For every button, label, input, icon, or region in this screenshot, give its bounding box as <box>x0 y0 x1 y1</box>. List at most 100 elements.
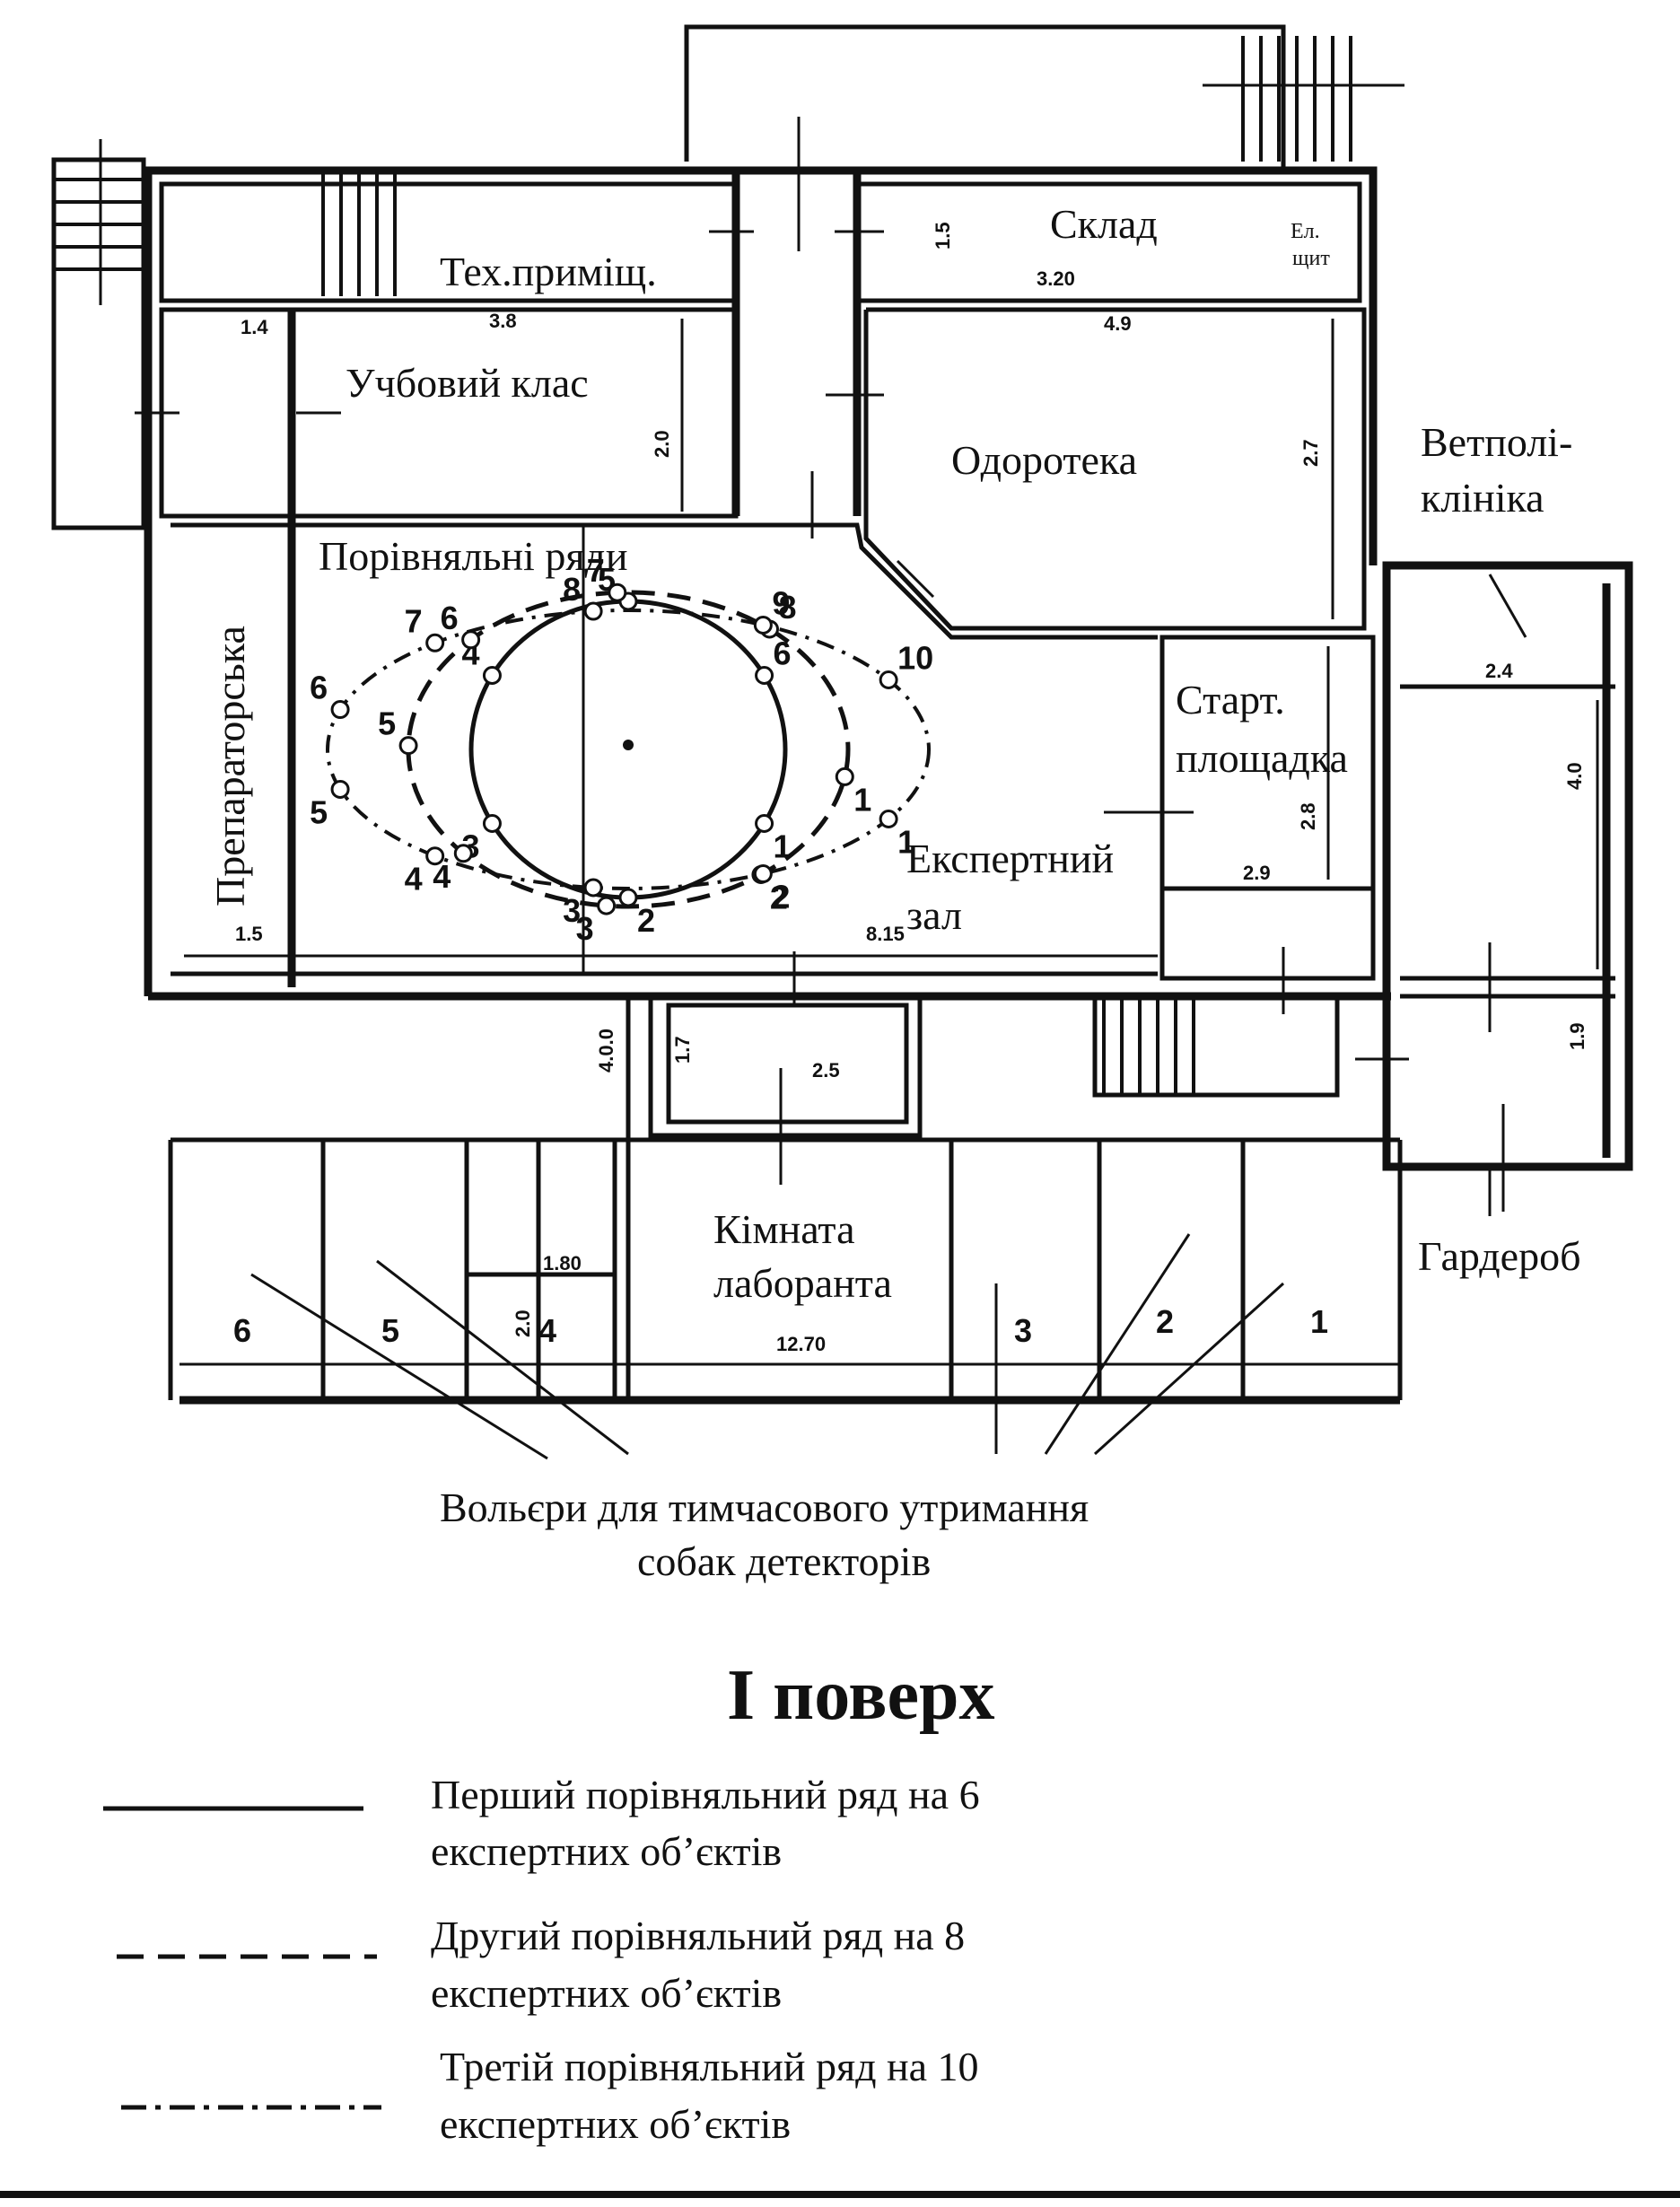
dim-label: 2.5 <box>812 1059 840 1082</box>
third-row-object-number: 7 <box>405 602 423 639</box>
legend-solid-text-2: експертних об’єктів <box>431 1828 782 1874</box>
expert-hall-label-2: зал <box>906 892 962 938</box>
lower-block <box>168 994 1403 1405</box>
north-annex <box>684 24 1404 171</box>
legend-dashed-text-2: експертних об’єктів <box>431 1970 782 2016</box>
enclosure-number: 2 <box>1156 1303 1174 1340</box>
enclosure-number: 1 <box>1310 1303 1328 1340</box>
legend: Перший порівняльний ряд на 6 експертних … <box>431 1772 980 2147</box>
main-walls <box>144 166 1633 1171</box>
third-row-object-marker <box>330 779 350 799</box>
first-row-object-marker <box>755 814 774 833</box>
first-row-object-number: 6 <box>774 635 792 672</box>
floor-title: І поверх <box>727 1656 994 1735</box>
first-row-object-number: 1 <box>774 828 792 865</box>
third-row-object-number: 4 <box>405 861 423 898</box>
second-row-object-number: 7 <box>587 552 605 589</box>
dim-label: 1.5 <box>932 222 954 250</box>
electrical-label-2: щит <box>1292 247 1330 270</box>
dim-label: 3.8 <box>489 310 517 332</box>
first-row-object-marker <box>755 666 774 685</box>
dim-label: 2.4 <box>1485 660 1513 682</box>
comparison-rows-label: Порівняльні ряди <box>319 533 628 579</box>
third-row-object-marker <box>583 878 603 898</box>
dim-label: 2.0 <box>651 430 673 458</box>
third-row-object-marker <box>753 864 773 884</box>
second-row-object-marker <box>398 736 418 756</box>
first-row-object-marker <box>618 888 638 907</box>
second-row-object-marker <box>453 844 473 863</box>
legend-solid-text-1: Перший порівняльний ряд на 6 <box>431 1772 980 1817</box>
legend-dashdot-text-2: експертних об’єктів <box>440 2101 791 2147</box>
storage-label: Склад <box>1050 201 1158 247</box>
lab-room-label-1: Кімната <box>713 1206 855 1252</box>
enclosures-label-2: собак детекторів <box>637 1538 931 1584</box>
center-point <box>623 740 634 750</box>
tech-room-label: Тех.приміщ. <box>440 249 657 294</box>
third-row-object-number: 10 <box>897 640 933 677</box>
dim-label: 2.9 <box>1243 862 1271 884</box>
third-row-object-number: 8 <box>563 571 581 608</box>
odor-library-label: Одоротека <box>951 437 1137 483</box>
dim-label: 8.15 <box>866 923 905 945</box>
dim-label: 2.0 <box>512 1309 534 1337</box>
second-row-object-number: 3 <box>576 910 594 947</box>
enclosure-leaders <box>250 1068 1492 1460</box>
dim-label: 4.0 <box>1563 762 1586 790</box>
west-entrance-stair <box>51 139 146 530</box>
dim-label: 12.70 <box>776 1333 826 1355</box>
second-row-object-marker <box>608 582 627 602</box>
door-marks <box>135 117 1527 1212</box>
second-row-object-number: 1 <box>853 781 871 818</box>
third-row-object-marker <box>583 601 603 621</box>
second-row-object-number: 4 <box>433 858 451 895</box>
dim-label: 1.7 <box>671 1036 694 1064</box>
dimension-lines <box>184 319 1599 974</box>
third-row-object-marker <box>330 700 350 720</box>
dim-label: 4.9 <box>1104 312 1132 335</box>
legend-lines <box>103 1806 381 2110</box>
dim-label: 4.0.0 <box>595 1029 617 1073</box>
dim-label: 1.4 <box>241 316 268 338</box>
third-row-object-number: 6 <box>310 670 328 706</box>
third-row-object-number: 9 <box>772 584 790 621</box>
first-row-object-marker <box>482 814 502 833</box>
third-row-object-number: 2 <box>772 879 790 915</box>
dimension-labels: 1.5 3.20 1.4 3.8 4.9 2.0 2.7 2.4 4.0 2.8… <box>235 222 1588 1355</box>
interior-stairs <box>321 171 1340 1098</box>
first-row-object-marker <box>482 666 502 685</box>
third-row-object-number: 1 <box>897 824 915 861</box>
vet-clinic-label-1: Ветполі- <box>1421 419 1572 465</box>
legend-dashed-text-1: Другий порівняльний ряд на 8 <box>431 1913 965 1958</box>
lab-room-label-2: лаборанта <box>713 1260 892 1306</box>
dim-label: 1.9 <box>1566 1022 1588 1050</box>
second-row-object-number: 2 <box>770 879 788 915</box>
enclosure-number: 3 <box>1014 1312 1032 1349</box>
enclosure-number: 4 <box>538 1312 556 1349</box>
comparison-rows <box>326 590 931 909</box>
room-labels: Тех.приміщ. Склад Ел. щит Учбовий клас О… <box>207 201 1580 1584</box>
first-row-object-number: 2 <box>637 902 655 939</box>
second-row-object-marker <box>597 896 617 915</box>
third-row-object-marker <box>879 810 898 828</box>
third-row-object-marker <box>425 633 445 652</box>
second-row-object-marker <box>835 766 854 786</box>
second-row-object-number: 5 <box>378 705 396 742</box>
enclosure-number: 5 <box>381 1312 399 1349</box>
third-row-object-marker <box>753 615 773 635</box>
vet-clinic-label-2: клініка <box>1421 475 1544 521</box>
expert-hall-label-1: Експертний <box>906 836 1114 881</box>
enclosure-numbers: 6 5 4 3 2 1 <box>233 1303 1328 1349</box>
prep-room-label: Препараторська <box>207 626 253 906</box>
legend-dashdot-text-1: Третій порівняльний ряд на 10 <box>440 2044 979 2089</box>
wardrobe-label: Гардероб <box>1418 1233 1580 1279</box>
electrical-label-1: Ел. <box>1291 220 1320 243</box>
dim-label: 2.7 <box>1299 439 1322 467</box>
classroom-label: Учбовий клас <box>346 360 589 406</box>
enclosure-number: 6 <box>233 1312 251 1349</box>
dim-label: 1.5 <box>235 923 263 945</box>
second-row-object-number: 8 <box>778 589 796 626</box>
third-row-object-marker <box>425 846 445 866</box>
